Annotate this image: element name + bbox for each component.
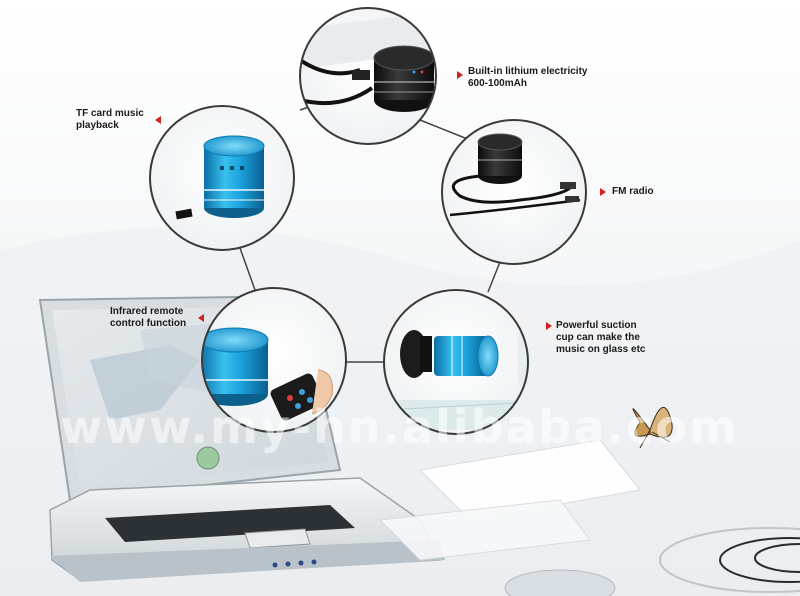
butterfly	[632, 407, 673, 449]
arrow-left-icon	[155, 116, 161, 124]
watermark: www.my-hn.alibaba.com	[60, 400, 739, 454]
feature-circle-remote	[201, 287, 347, 433]
callout-battery: Built-in lithium electricity 600-100mAh	[468, 66, 588, 89]
connector-lines	[239, 99, 501, 363]
callout-suction: Powerful suction cup can make the music …	[556, 320, 646, 355]
feature-circle-fm	[441, 119, 587, 265]
feature-circle-tf-card	[149, 105, 295, 251]
arrow-right-icon	[546, 322, 552, 330]
callout-tf-card: TF card music playback	[76, 108, 144, 131]
callout-remote: Infrared remote control function	[110, 306, 187, 329]
arrow-right-icon	[600, 188, 606, 196]
arrow-right-icon	[457, 71, 463, 79]
feature-circle-battery	[299, 7, 437, 145]
callout-fm: FM radio	[612, 186, 654, 197]
arrow-left-icon	[198, 314, 204, 322]
